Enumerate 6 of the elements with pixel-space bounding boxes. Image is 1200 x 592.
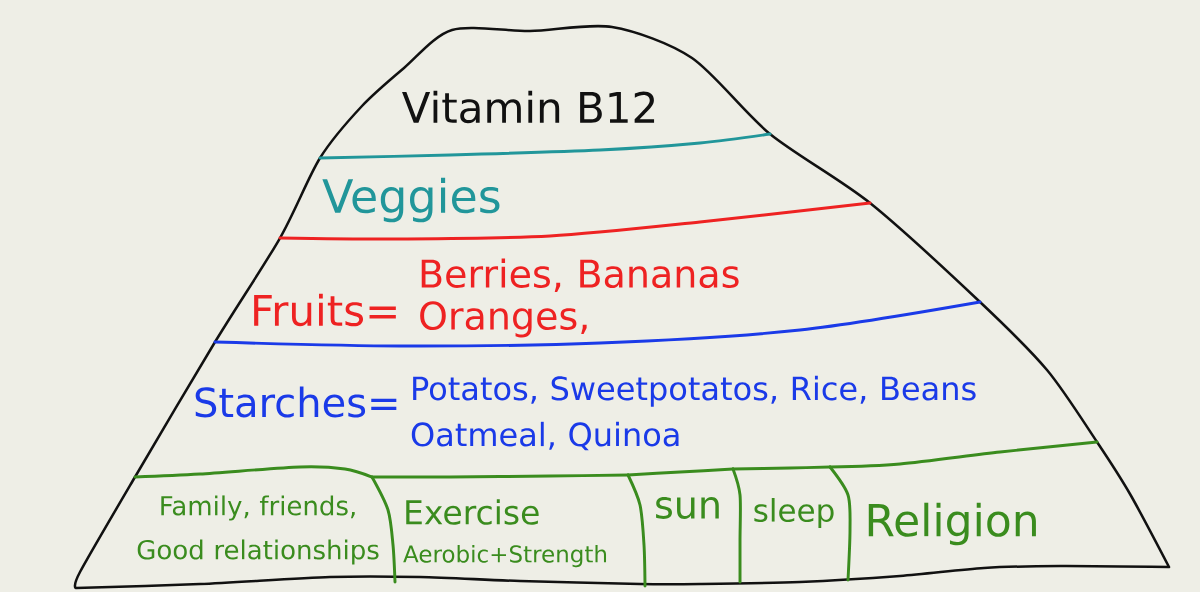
pyramid-outline (73, 24, 1171, 590)
pyramid-cell: sun (626, 467, 742, 584)
pyramid-cell: Family, friends, Good relationships (133, 465, 397, 584)
band-label: Vitamin B12 (402, 90, 655, 124)
pyramid-cell: sleep (731, 465, 852, 582)
pyramid-band: Veggies (318, 132, 772, 223)
